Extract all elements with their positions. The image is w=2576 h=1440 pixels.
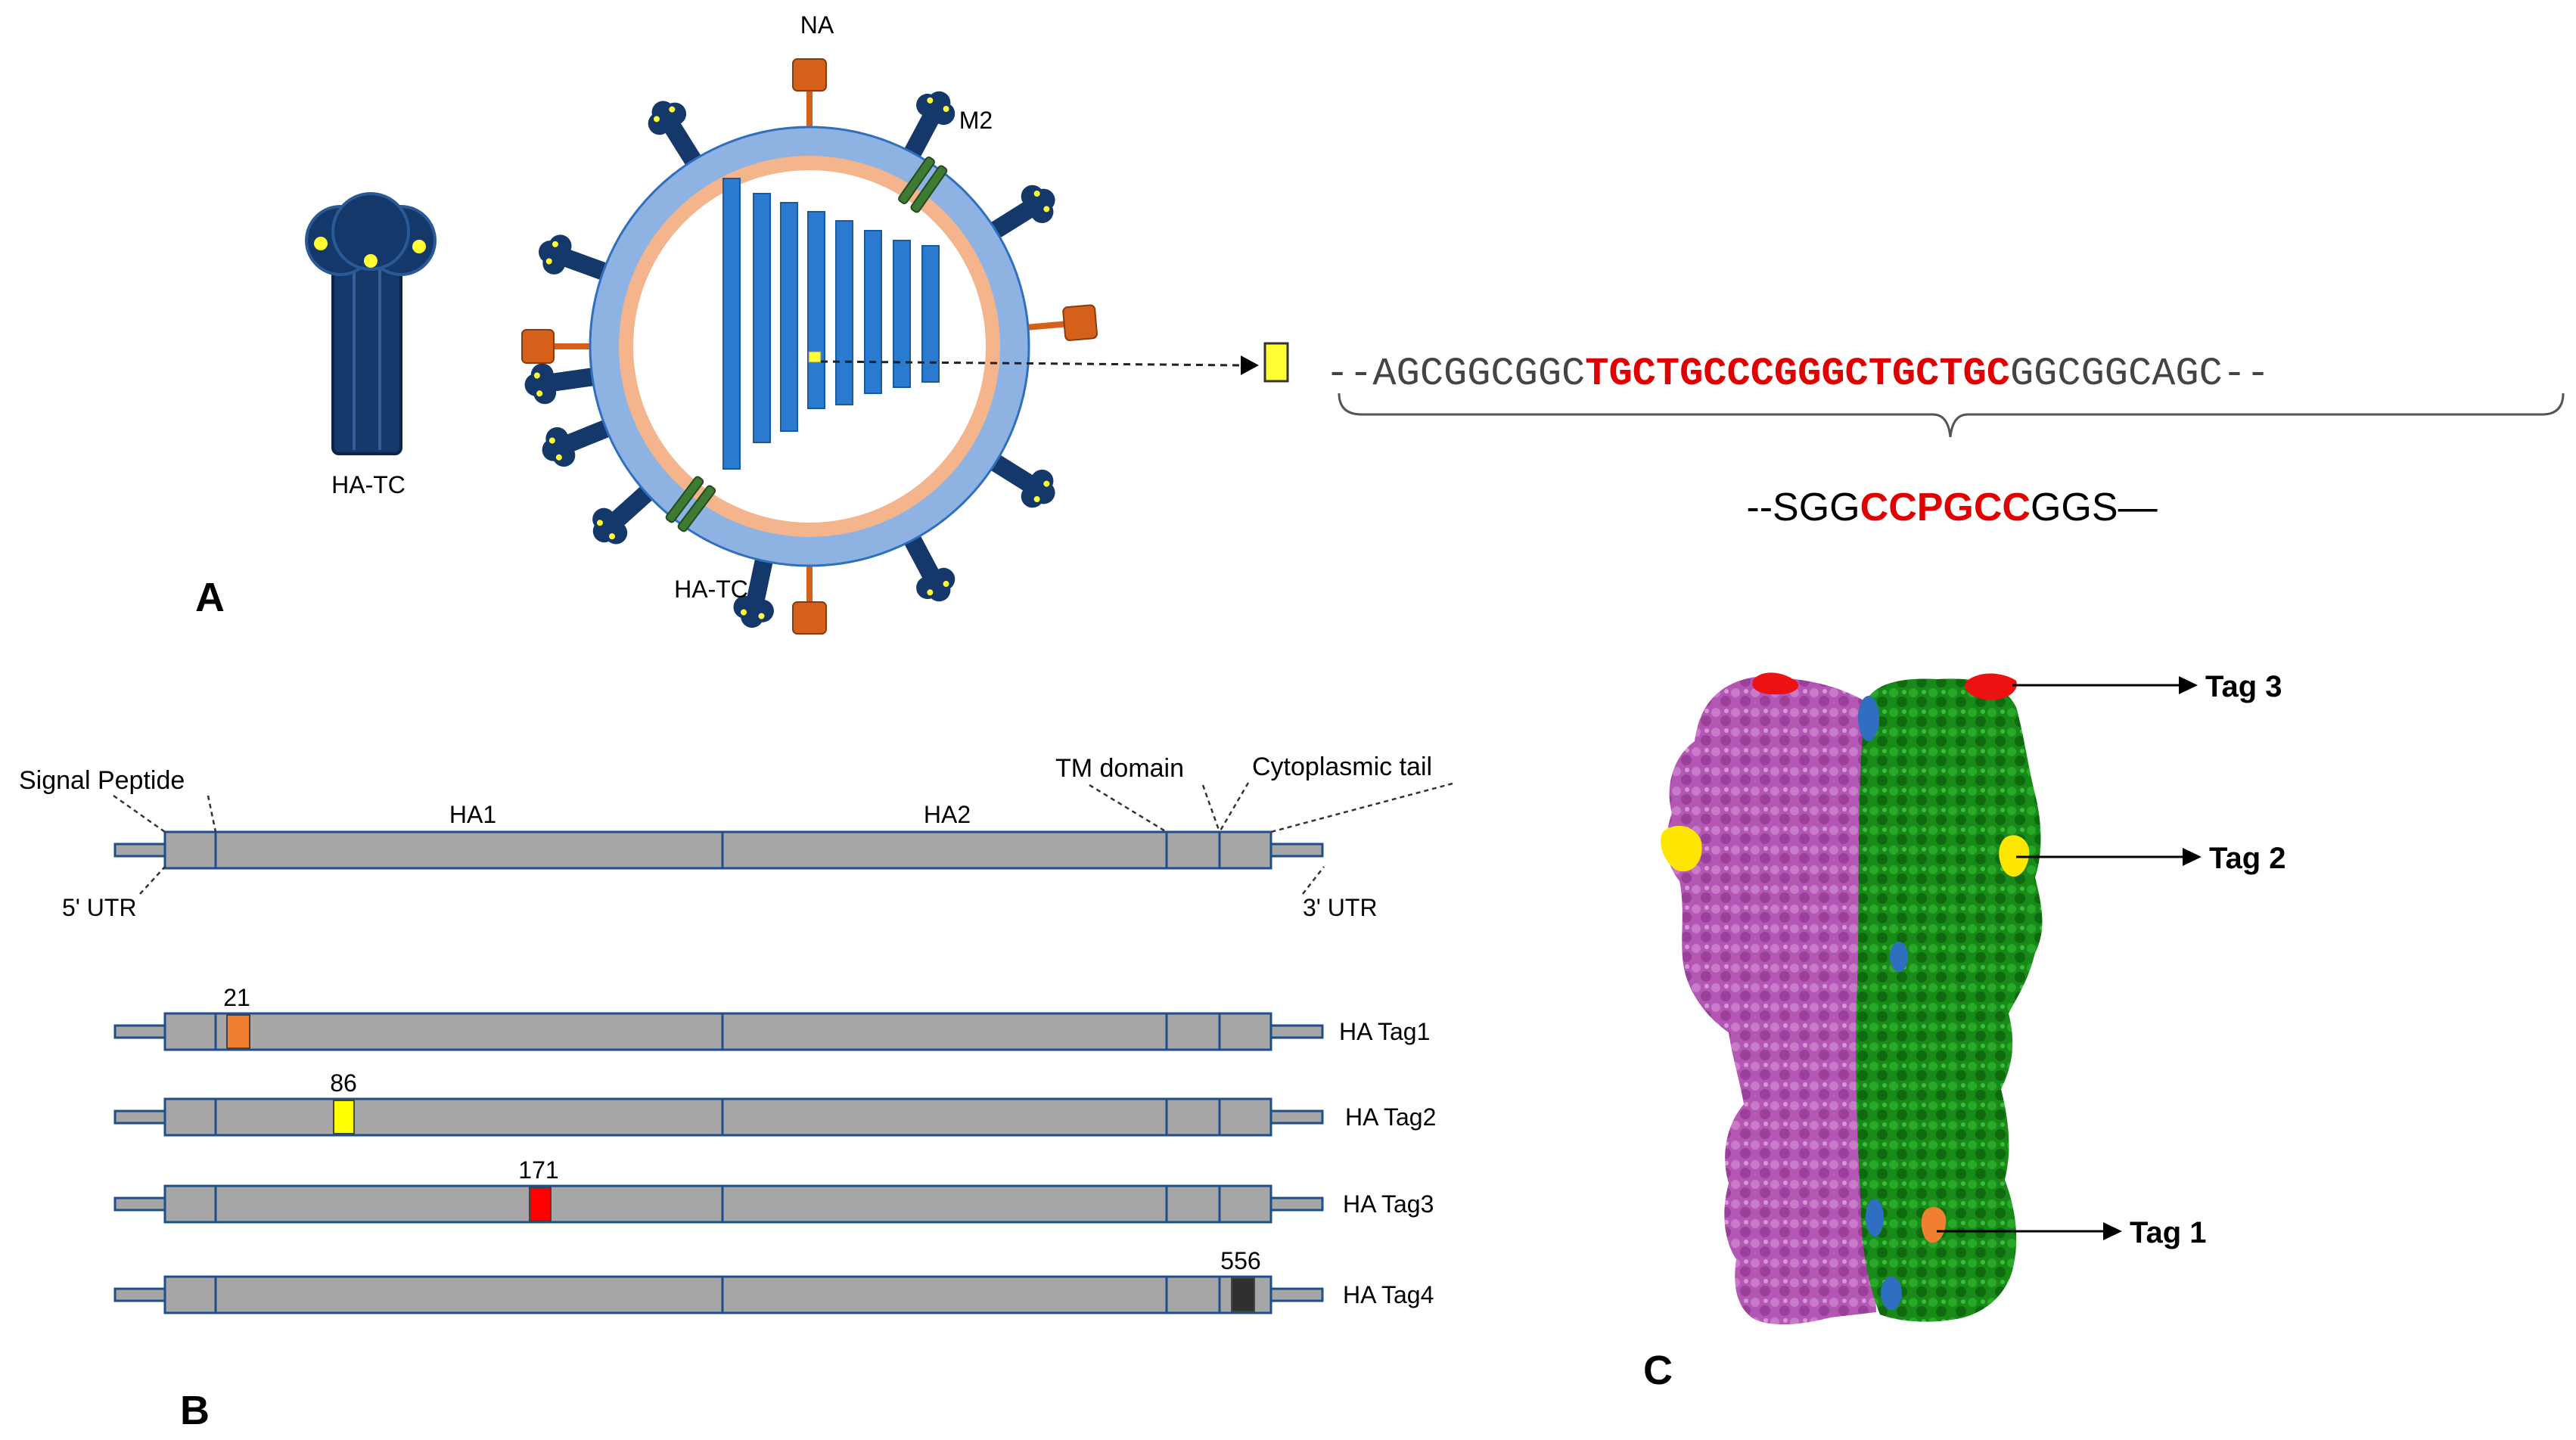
genome-segment (835, 220, 853, 405)
utr3-bar (1269, 1196, 1324, 1212)
coding-region (163, 1012, 1272, 1051)
na-label: NA (800, 11, 834, 39)
panel-b: 21 HA Tag1 86 HA Tag2 171 HA Tag3 556 HA Tag4 S… (19, 753, 1453, 1433)
tag3-site-chain-b (1965, 673, 2017, 700)
interface-patch (1890, 942, 1908, 972)
virion-diagram (521, 58, 1098, 635)
leader-lines (113, 782, 1453, 895)
utr3-label: 3' UTR (1303, 894, 1378, 921)
gene-maps: 21 HA Tag1 86 HA Tag2 171 HA Tag3 556 HA Tag4 (113, 830, 1436, 1314)
chain-b-surface (1855, 678, 2043, 1322)
peptide-flank-right: GGS— (2031, 486, 2158, 529)
utr3-bar (1269, 1109, 1324, 1125)
ha-tc-monomer-label: HA-TC (331, 471, 406, 498)
ha-spike-icon (733, 545, 775, 628)
panel-a: HA-TC NA M2 HA-TC --AGCGGCGGCTGCTGCCCGGG… (195, 11, 2565, 635)
construct-gene-map: 171 HA Tag3 (113, 1156, 1434, 1224)
tag2-site-chain-b (1999, 835, 2030, 877)
tag-arrows (1937, 676, 2202, 1240)
construct-name-label: HA Tag2 (1345, 1103, 1436, 1131)
panel-c-letter: C (1643, 1348, 1673, 1393)
signal-peptide-label: Signal Peptide (19, 766, 185, 795)
ha1-label: HA1 (449, 801, 496, 828)
insertion-position-label: 171 (518, 1156, 558, 1184)
tc-insertion-site (1231, 1277, 1255, 1312)
utr5-bar (113, 1196, 166, 1212)
construct-name-label: HA Tag3 (1343, 1190, 1434, 1218)
coding-region (163, 1275, 1272, 1314)
panel-c: Tag 3 Tag 2 Tag 1 C (1643, 670, 2286, 1393)
chain-a-surface (1666, 677, 1876, 1325)
genome-segment (722, 178, 741, 470)
tc-insertion-site (333, 1100, 355, 1134)
dna-flank-left: --AGCGGCGGC (1325, 352, 1585, 396)
tag3-site-chain-a (1752, 672, 1799, 695)
tag1-label: Tag 1 (2130, 1216, 2207, 1249)
utr5-bar (113, 1109, 166, 1125)
panel-b-letter: B (180, 1388, 210, 1433)
zoom-dashed-arrow (820, 360, 1241, 367)
utr3-bar (1269, 1287, 1324, 1302)
coding-region (163, 1097, 1272, 1137)
tag1-site (1921, 1207, 1947, 1243)
interface-patch (1858, 696, 1879, 741)
utr5-bar (113, 843, 166, 858)
insertion-position-label: 21 (223, 984, 250, 1011)
insertion-position-label: 86 (330, 1069, 357, 1097)
ha2-label: HA2 (924, 801, 971, 828)
interface-patch (1881, 1277, 1902, 1310)
genome-segment (753, 193, 771, 443)
ha-tc-trimer-icon (305, 192, 437, 455)
m2-channels (665, 156, 948, 532)
dna-tc-insert: TGCTGCCCGGGCTGCTGC (1585, 352, 2010, 396)
insertion-position-label: 556 (1220, 1247, 1260, 1274)
cytoplasmic-tail-label: Cytoplasmic tail (1252, 753, 1432, 781)
dna-sequence: --AGCGGCGGCTGCTGCCCGGGCTGCTGCGGCGGCAGC-- (1325, 352, 2270, 396)
tag2-label: Tag 2 (2209, 842, 2286, 875)
construct-gene-map: 556 HA Tag4 (113, 1247, 1434, 1314)
construct-name-label: HA Tag4 (1343, 1281, 1434, 1308)
dna-flank-right: GGCGGCAGC-- (2010, 352, 2270, 396)
m2-channel-icon (898, 156, 948, 213)
peptide-tc-motif: CCPGCC (1860, 486, 2031, 529)
na-spike-icon (521, 329, 605, 364)
panel-a-letter: A (195, 575, 225, 620)
ha-trimer-surface-model (1661, 672, 2043, 1325)
construct-gene-map: 21 HA Tag1 (113, 984, 1430, 1051)
translation-brace (1338, 393, 2565, 438)
tc-tag-zoom-icon (1263, 342, 1289, 383)
genome-segment (864, 230, 882, 394)
arrowhead-icon (1241, 355, 1259, 375)
construct-name-label: HA Tag1 (1339, 1018, 1430, 1045)
genome-segment (780, 202, 798, 432)
coding-region (163, 1184, 1272, 1224)
utr5-label: 5' UTR (62, 894, 137, 921)
m2-channel-icon (665, 476, 716, 532)
ha-tc-virion-label: HA-TC (674, 576, 748, 603)
utr3-bar (1269, 1024, 1324, 1039)
wildtype-gene-map (113, 830, 1324, 870)
interface-patch (1866, 1199, 1884, 1237)
tc-insertion-site (529, 1187, 552, 1221)
tm-domain-label: TM domain (1055, 754, 1184, 783)
tag2-site-chain-a (1661, 825, 1702, 872)
construct-gene-map: 86 HA Tag2 (113, 1069, 1436, 1137)
utr5-bar (113, 1287, 166, 1302)
m2-label: M2 (959, 107, 993, 134)
genome-segment (921, 245, 940, 383)
utr3-bar (1269, 843, 1324, 858)
peptide-sequence: --SGGCCPGCCGGS— (1746, 486, 2157, 529)
tag3-label: Tag 3 (2205, 670, 2282, 703)
genome-segment (893, 240, 911, 388)
utr5-bar (113, 1024, 166, 1039)
tc-tag-marker-icon (808, 351, 822, 363)
peptide-flank-left: --SGG (1746, 486, 1860, 529)
tc-insertion-site (226, 1014, 250, 1049)
coding-region (163, 830, 1272, 870)
genome-segment (807, 211, 825, 409)
